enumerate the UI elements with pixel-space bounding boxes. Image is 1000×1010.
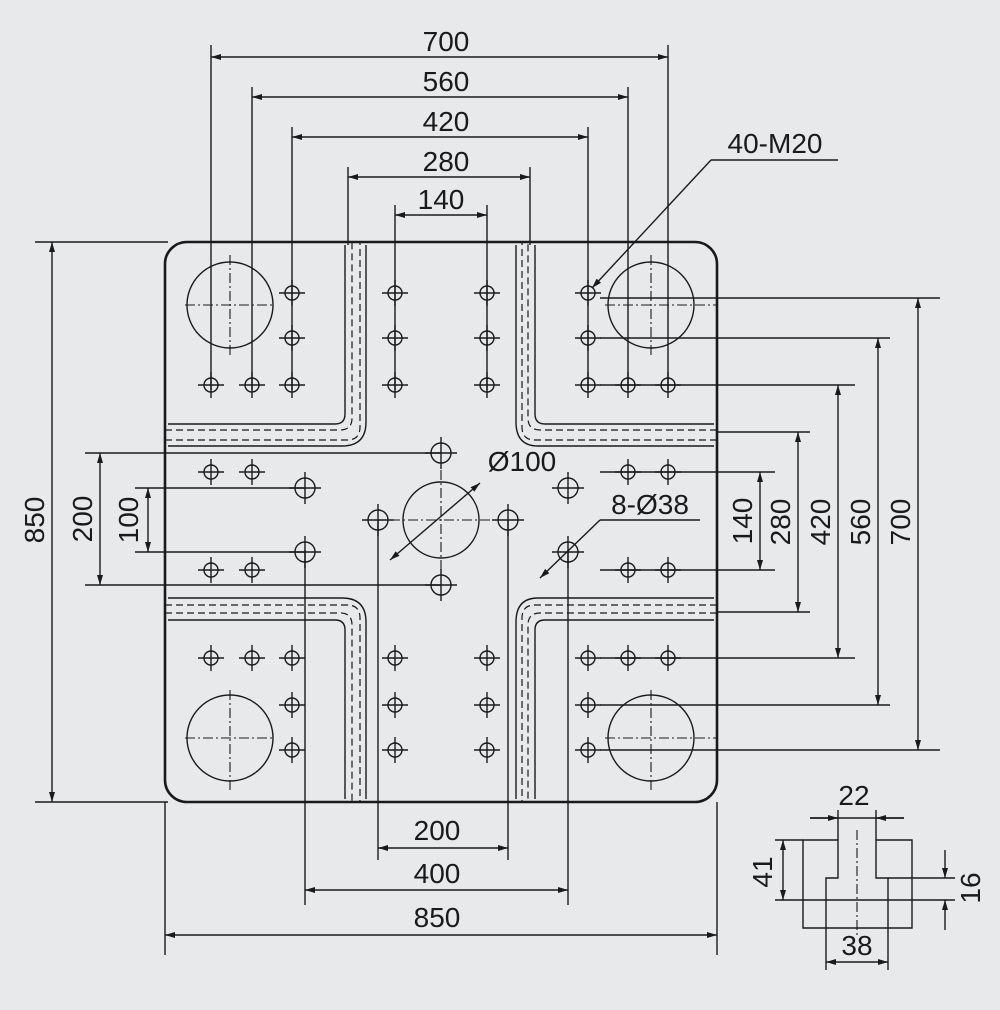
tapped-hole xyxy=(239,557,265,583)
label-right-140: 140 xyxy=(727,498,758,545)
label-slot-41: 41 xyxy=(747,856,778,887)
label-left-850: 850 xyxy=(19,497,50,544)
label-top-140: 140 xyxy=(418,184,465,215)
label-bottom-200: 200 xyxy=(414,815,461,846)
label-slot-16: 16 xyxy=(955,872,986,903)
label-bottom-400: 400 xyxy=(414,858,461,889)
label-left-200: 200 xyxy=(67,496,98,543)
label-right-280: 280 xyxy=(765,499,796,546)
tapped-hole xyxy=(382,692,408,718)
tapped-hole xyxy=(198,459,224,485)
label-tapped-holes: 40-M20 xyxy=(728,128,823,159)
dimension-labels: 700 560 420 280 140 40-M20 850 200 100 Ø… xyxy=(19,26,986,961)
tapped-hole xyxy=(474,692,500,718)
label-right-420: 420 xyxy=(805,499,836,546)
tapped-hole xyxy=(279,692,305,718)
dimension-lines xyxy=(49,54,921,938)
tapped-hole xyxy=(279,645,305,671)
tapped-hole xyxy=(575,692,601,718)
label-top-560: 560 xyxy=(423,66,470,97)
tapped-hole xyxy=(198,557,224,583)
tapped-hole xyxy=(474,645,500,671)
tie-bar-holes xyxy=(185,255,717,790)
label-right-700: 700 xyxy=(885,499,916,546)
tapped-hole xyxy=(474,737,500,763)
label-top-280: 280 xyxy=(423,146,470,177)
label-right-560: 560 xyxy=(845,499,876,546)
tapped-hole xyxy=(198,645,224,671)
tapped-hole xyxy=(575,645,601,671)
extension-lines xyxy=(35,45,940,955)
label-slot-38: 38 xyxy=(841,930,872,961)
label-center-hole: Ø100 xyxy=(488,446,557,477)
platen-outline xyxy=(163,240,719,804)
small-hole xyxy=(552,472,584,504)
tapped-hole xyxy=(279,737,305,763)
label-left-100: 100 xyxy=(113,497,144,544)
tapped-holes xyxy=(198,280,681,763)
tapped-hole xyxy=(239,459,265,485)
tapped-hole xyxy=(239,645,265,671)
tapped-hole xyxy=(382,737,408,763)
label-small-holes: 8-Ø38 xyxy=(611,489,689,520)
label-bottom-850: 850 xyxy=(414,902,461,933)
label-top-420: 420 xyxy=(423,106,470,137)
label-top-700: 700 xyxy=(423,26,470,57)
t-slot-channels xyxy=(165,242,717,802)
label-slot-22: 22 xyxy=(838,780,869,811)
tapped-hole xyxy=(575,737,601,763)
tapped-hole xyxy=(382,645,408,671)
t-slot-section xyxy=(775,810,955,970)
